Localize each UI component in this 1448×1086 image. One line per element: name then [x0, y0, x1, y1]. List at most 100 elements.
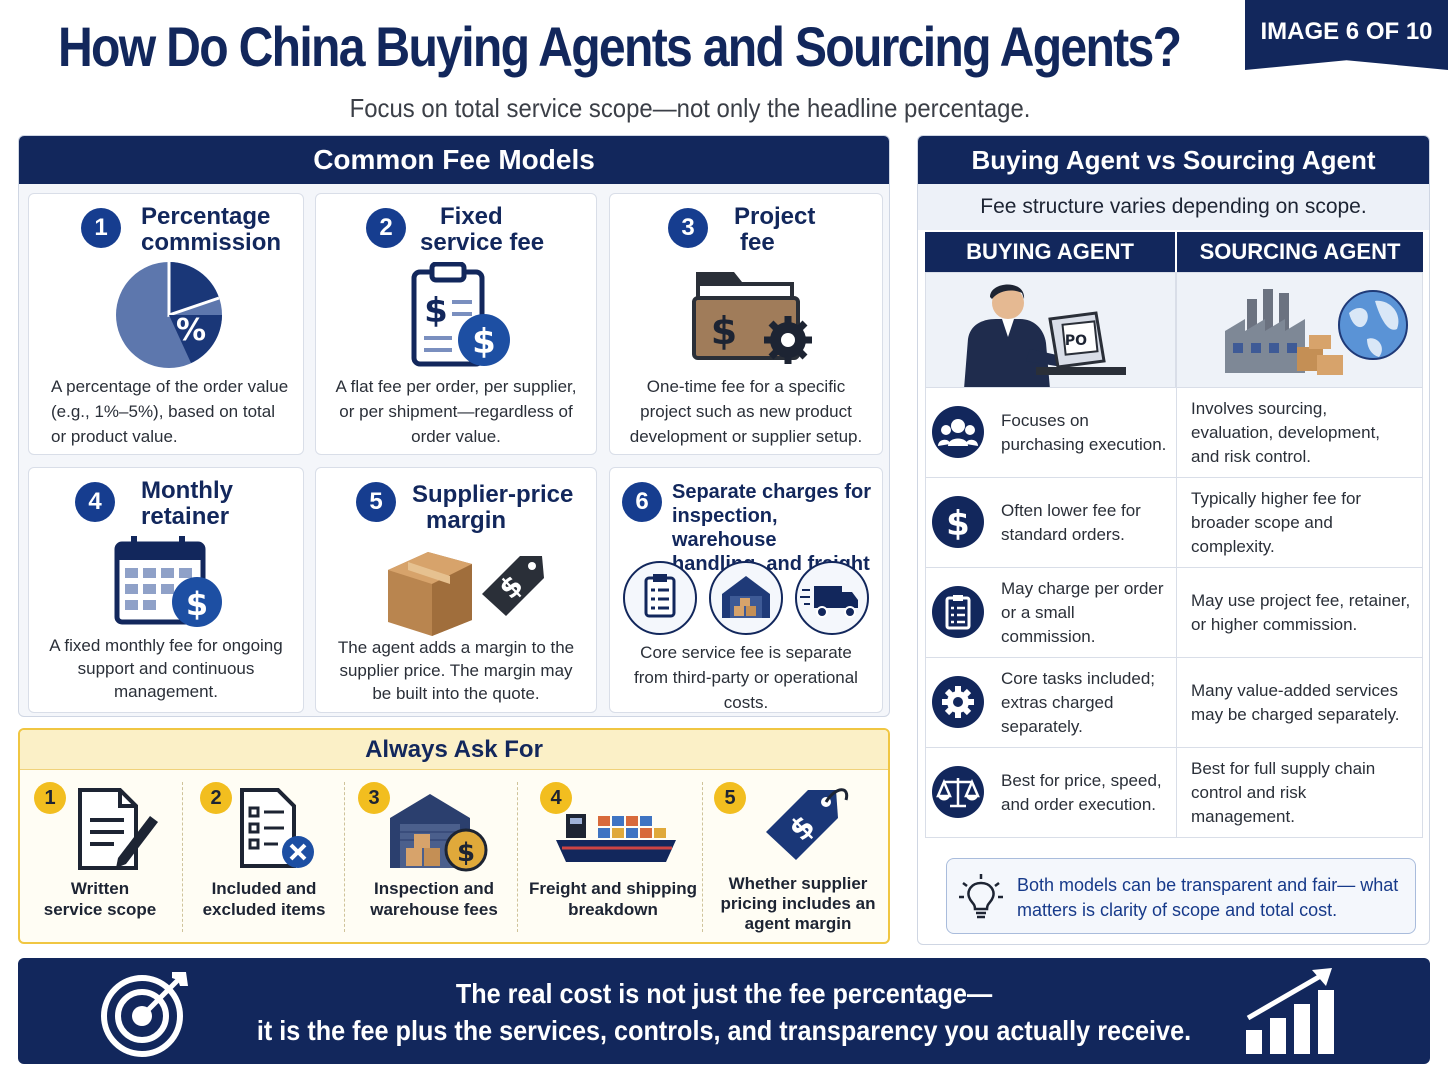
card-number: 1	[81, 208, 121, 248]
fee-models-heading: Common Fee Models	[19, 136, 889, 184]
comparison-heading: Buying Agent vs Sourcing Agent	[918, 136, 1429, 184]
footer-text-line2: it is the fee plus the services, control…	[256, 1015, 1192, 1046]
sourcing-agent-cell: Typically higher fee for broader scope a…	[1191, 488, 1362, 556]
card-description: One-time fee for a specific project such…	[629, 377, 863, 446]
scales-icon	[932, 766, 984, 818]
comparison-note: Both models can be transparent and fair—…	[946, 858, 1416, 934]
box-price-tag-icon: $	[382, 542, 548, 638]
image-counter-badge: IMAGE 6 OF 10	[1245, 0, 1448, 70]
divider	[702, 782, 703, 932]
column-divider	[1176, 478, 1177, 567]
svg-text:$: $	[186, 585, 208, 623]
freight-truck-icon	[794, 560, 870, 636]
card-description: A flat fee per order, per supplier, or p…	[335, 377, 577, 446]
price-tag-icon: $	[762, 782, 852, 872]
always-ask-heading: Always Ask For	[20, 730, 888, 770]
card-description: A percentage of the order value (e.g., 1…	[51, 377, 289, 446]
calendar-dollar-icon: $	[113, 534, 225, 630]
ask-number: 4	[540, 782, 572, 814]
comparison-row-fee-level: $ Often lower fee for standard orders. T…	[925, 478, 1423, 568]
comparison-row-charging: May charge per order or a small commissi…	[925, 568, 1423, 658]
card-description: The agent adds a margin to the supplier …	[337, 638, 575, 703]
comparison-note-text: Both models can be transparent and fair—…	[1017, 875, 1399, 920]
svg-text:$: $	[457, 838, 475, 868]
page-title: How Do China Buying Agents and Sourcing …	[58, 15, 1182, 78]
footer-banner: The real cost is not just the fee percen…	[18, 958, 1430, 1064]
buying-agent-cell: Focuses on purchasing execution.	[1001, 410, 1167, 454]
dollar-icon: $	[932, 496, 984, 548]
buying-agent-cell: Best for price, speed, and order executi…	[1001, 770, 1162, 814]
card-number: 3	[668, 208, 708, 248]
team-icon	[932, 406, 984, 458]
divider	[344, 782, 345, 932]
card-number: 6	[622, 482, 662, 522]
svg-text:$: $	[424, 291, 448, 331]
inspection-clipboard-icon	[622, 560, 698, 636]
column-header-sourcing-agent: SOURCING AGENT	[1176, 232, 1423, 272]
buying-agent-cell: Often lower fee for standard orders.	[1001, 500, 1141, 544]
buying-agent-cell: Core tasks included; extras charged sepa…	[1001, 668, 1156, 736]
svg-text:$: $	[472, 322, 496, 362]
column-divider	[1176, 568, 1177, 657]
divider	[517, 782, 518, 932]
page-subtitle: Focus on total service scope—not only th…	[349, 93, 1031, 123]
sourcing-agent-cell: Involves sourcing, evaluation, developme…	[1191, 398, 1381, 466]
card-number: 2	[366, 208, 406, 248]
ask-number: 5	[714, 782, 746, 814]
column-header-buying-agent: BUYING AGENT	[925, 232, 1175, 272]
column-divider	[1176, 658, 1177, 747]
ask-number: 1	[34, 782, 66, 814]
warehouse-icon	[708, 560, 784, 636]
card-number: 5	[356, 482, 396, 522]
column-divider	[1176, 748, 1177, 837]
svg-text:%: %	[176, 313, 206, 348]
column-divider	[1176, 388, 1177, 477]
target-arrow-icon	[100, 968, 192, 1058]
cargo-ship-icon	[554, 808, 678, 868]
svg-text:$: $	[711, 309, 737, 353]
clipboard-dollar-icon: $ $	[408, 262, 518, 372]
sourcing-agent-cell: May use project fee, retainer, or higher…	[1191, 590, 1411, 634]
buying-agent-illustration: PO	[925, 272, 1176, 388]
comparison-panel: Buying Agent vs Sourcing Agent Fee struc…	[917, 135, 1430, 945]
growth-chart-icon	[1240, 966, 1340, 1056]
svg-text:$: $	[946, 504, 970, 544]
sourcing-agent-cell: Many value-added services may be charged…	[1191, 680, 1400, 724]
checklist-icon	[932, 586, 984, 638]
checklist-x-icon	[238, 786, 324, 872]
pie-chart-percent-icon: %	[111, 260, 227, 370]
lightbulb-icon	[959, 873, 1003, 921]
card-description: A fixed monthly fee for ongoing support …	[49, 636, 283, 701]
folder-dollar-gear-icon: $	[690, 264, 816, 364]
ask-number: 3	[358, 782, 390, 814]
sourcing-agent-cell: Best for full supply chain control and r…	[1191, 758, 1376, 826]
ask-number: 2	[200, 782, 232, 814]
warehouse-dollar-icon: $	[386, 788, 492, 876]
po-document-label: PO	[1065, 333, 1087, 349]
divider	[182, 782, 183, 932]
document-pen-icon	[74, 786, 160, 872]
card-number: 4	[75, 482, 115, 522]
comparison-row-focus: Focuses on purchasing execution. Involve…	[925, 388, 1423, 478]
footer-text-line1: The real cost is not just the fee percen…	[455, 978, 993, 1009]
comparison-row-tasks: Core tasks included; extras charged sepa…	[925, 658, 1423, 748]
